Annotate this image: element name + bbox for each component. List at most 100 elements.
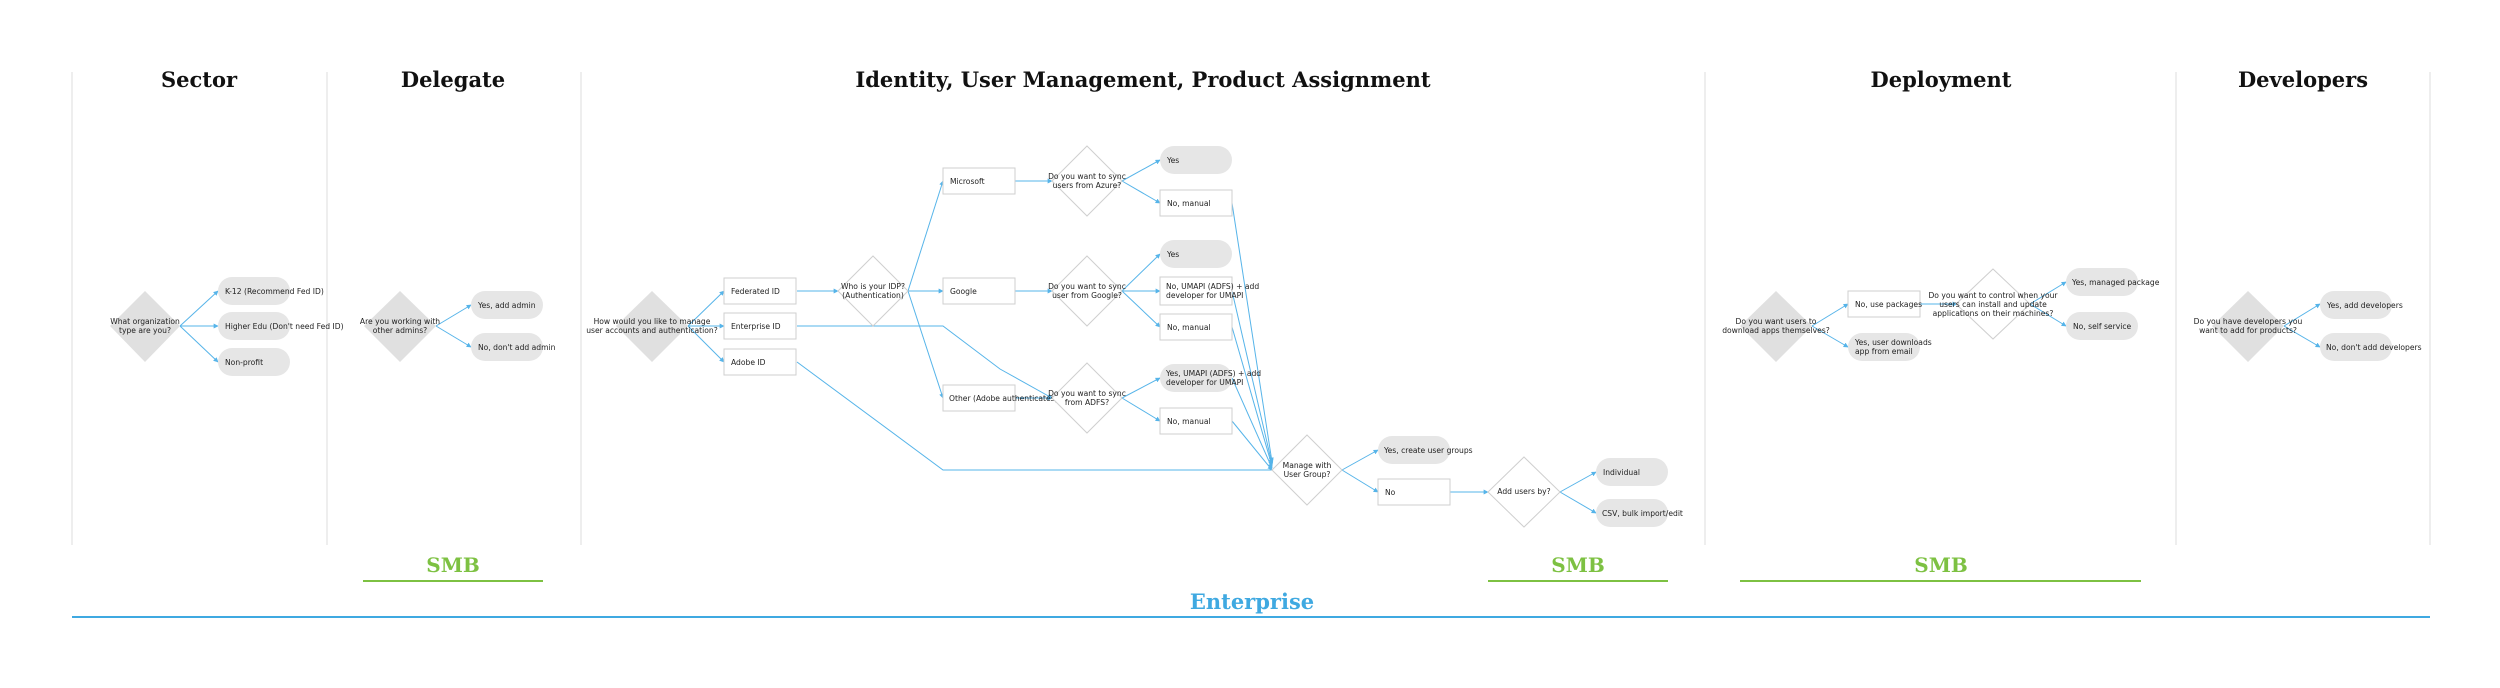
edge xyxy=(687,290,725,327)
edge xyxy=(2029,281,2067,305)
svg-text:SMB: SMB xyxy=(1551,553,1605,577)
answer-use-packages: No, use packages xyxy=(1847,290,1922,318)
edge xyxy=(1231,290,1274,465)
edge xyxy=(1559,491,1597,514)
svg-text:No, don't add admin: No, don't add admin xyxy=(478,343,556,352)
svg-text:Yes, create user groups: Yes, create user groups xyxy=(1383,446,1473,455)
edge xyxy=(1811,325,1849,348)
svg-text:No, manual: No, manual xyxy=(1167,323,1211,332)
edge xyxy=(907,290,945,399)
edge xyxy=(1121,253,1161,292)
connector-edges xyxy=(179,159,2321,514)
answer-k12: K-12 (Recommend Fed ID) xyxy=(218,277,324,305)
svg-text:No, self service: No, self service xyxy=(2073,322,2132,331)
edge xyxy=(1341,449,1379,471)
adfs-answer-manual: No, manual xyxy=(1159,407,1233,435)
edge xyxy=(1121,159,1161,182)
answer-non-profit: Non-profit xyxy=(218,348,290,376)
smb-band-identity: SMB xyxy=(1488,553,1668,582)
answer-individual: Individual xyxy=(1596,458,1668,486)
svg-text:Yes, add developers: Yes, add developers xyxy=(2326,301,2403,310)
answer-no-developers: No, don't add developers xyxy=(2320,333,2422,361)
svg-text:Microsoft: Microsoft xyxy=(950,177,985,186)
edge xyxy=(435,304,472,327)
section-title-identity: Identity, User Management, Product Assig… xyxy=(855,67,1430,92)
provider-other: Other (Adobe authenticates) xyxy=(942,384,1058,412)
svg-text:Yes: Yes xyxy=(1166,250,1179,259)
answer-higher-edu: Higher Edu (Don't need Fed ID) xyxy=(218,312,344,340)
svg-text:Adobe ID: Adobe ID xyxy=(731,358,766,367)
svg-text:Yes, managed package: Yes, managed package xyxy=(2071,278,2160,287)
provider-microsoft: Microsoft xyxy=(942,167,1016,195)
svg-text:Individual: Individual xyxy=(1603,468,1640,477)
option-federated-id: Federated ID xyxy=(723,277,797,305)
svg-text:Enterprise ID: Enterprise ID xyxy=(731,322,781,331)
edge xyxy=(687,325,725,363)
svg-text:Enterprise: Enterprise xyxy=(1190,589,1314,614)
edge xyxy=(797,325,1053,399)
edge xyxy=(2283,303,2321,327)
provider-google: Google xyxy=(942,277,1016,305)
svg-text:Yes, add admin: Yes, add admin xyxy=(477,301,536,310)
google-answer-yes: Yes xyxy=(1160,240,1232,268)
section-dividers xyxy=(71,72,2431,545)
svg-text:Higher Edu (Don't need Fed ID): Higher Edu (Don't need Fed ID) xyxy=(225,322,344,331)
svg-text:SMB: SMB xyxy=(426,553,480,577)
answer-no-groups: No xyxy=(1377,478,1451,506)
option-adobe-id: Adobe ID xyxy=(723,348,797,376)
google-answer-manual: No, manual xyxy=(1159,313,1233,341)
section-title-deployment: Deployment xyxy=(1871,67,2012,92)
svg-text:Non-profit: Non-profit xyxy=(225,358,263,367)
svg-text:Other (Adobe authenticates): Other (Adobe authenticates) xyxy=(949,394,1058,403)
option-enterprise-id: Enterprise ID xyxy=(723,312,797,340)
answer-create-groups: Yes, create user groups xyxy=(1378,436,1473,464)
enterprise-band: Enterprise xyxy=(72,589,2430,618)
add-users-question: Add users by? xyxy=(1487,456,1561,528)
edge xyxy=(1341,469,1379,493)
svg-text:SMB: SMB xyxy=(1914,553,1968,577)
svg-text:No, don't add developers: No, don't add developers xyxy=(2326,343,2422,352)
smb-band-deployment: SMB xyxy=(1740,553,2141,582)
section-title-developers: Developers xyxy=(2238,67,2368,92)
edge xyxy=(1559,471,1597,493)
svg-text:No, use packages: No, use packages xyxy=(1855,300,1922,309)
edge xyxy=(1231,202,1274,463)
edge xyxy=(796,361,1279,473)
edge xyxy=(1121,180,1161,204)
answer-csv: CSV, bulk import/edit xyxy=(1596,499,1683,527)
svg-text:Yes: Yes xyxy=(1166,156,1179,165)
idp-question: Who is your IDP?(Authentication) xyxy=(837,255,909,327)
edge xyxy=(2283,325,2321,348)
svg-text:Federated ID: Federated ID xyxy=(731,287,780,296)
svg-text:No, manual: No, manual xyxy=(1167,417,1211,426)
edge xyxy=(1231,326,1274,467)
svg-text:No: No xyxy=(1385,488,1396,497)
section-title-sector: Sector xyxy=(161,67,238,92)
svg-text:K-12 (Recommend Fed ID): K-12 (Recommend Fed ID) xyxy=(225,287,324,296)
svg-text:CSV, bulk import/edit: CSV, bulk import/edit xyxy=(1602,509,1683,518)
answer-yes-admin: Yes, add admin xyxy=(471,291,543,319)
edge xyxy=(907,180,945,292)
smb-band-delegate: SMB xyxy=(363,553,543,582)
svg-text:Add users by?: Add users by? xyxy=(1497,487,1550,496)
answer-self-service: No, self service xyxy=(2066,312,2138,340)
